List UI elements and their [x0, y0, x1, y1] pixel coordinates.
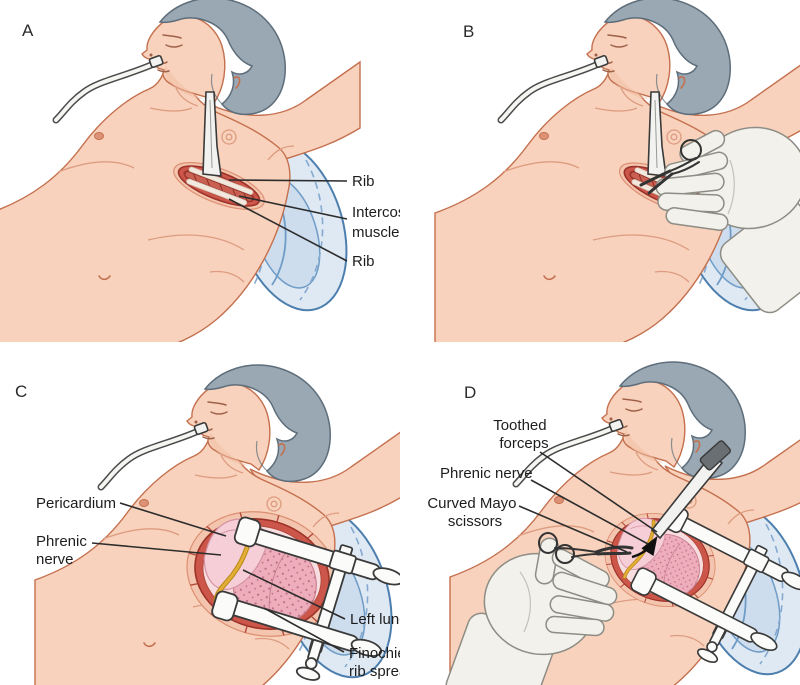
gloved-hand	[445, 537, 618, 685]
label-rib-top: Rib	[228, 173, 375, 190]
panel-letter-b: B	[463, 22, 474, 41]
svg-text:Rib: Rib	[352, 173, 375, 190]
leader-line	[228, 179, 348, 182]
glove-finger	[549, 595, 615, 622]
panel-b: B	[400, 0, 800, 342]
cut-direction-arrow	[631, 535, 658, 559]
leader-line	[119, 502, 227, 537]
glove-finger	[551, 548, 610, 589]
svg-text:Pericardium: Pericardium	[36, 495, 116, 512]
svg-text:Rib: Rib	[352, 253, 375, 270]
label-intercostal-muscle: Intercostal muscle	[238, 195, 400, 241]
curved-scissors	[639, 139, 702, 195]
svg-text:Left lung: Left lung	[350, 611, 400, 628]
leader-line	[530, 479, 649, 545]
leader-line	[263, 607, 345, 653]
label-curved-mayo-scissors: Curved Mayo scissors	[427, 495, 628, 553]
svg-text:Intercostal muscle: Intercostal muscle	[352, 204, 400, 241]
label-finochietto-rib-spreader: Finochietto rib spreader	[263, 607, 400, 680]
glove-finger	[545, 615, 605, 637]
svg-text:Finochietto rib spre: Finochietto rib spreader	[349, 645, 400, 680]
gloved-hand	[655, 126, 800, 314]
leader-line	[228, 198, 348, 262]
panel-c: C Pericardium Phrenic nerve Left lung Fi…	[0, 342, 400, 685]
leader-line	[238, 195, 348, 220]
glove-thumb	[679, 129, 726, 163]
glove-finger	[552, 571, 618, 606]
svg-text:Phrenic nerve: Phrenic nerve	[440, 465, 533, 482]
forceps-handle	[699, 440, 731, 471]
svg-text:Curved Mayo scissors: Curved Mayo scissors	[427, 495, 520, 530]
glove-finger	[657, 192, 725, 213]
leader-line	[518, 505, 628, 553]
toothed-forceps	[650, 440, 731, 540]
label-phrenic-nerve: Phrenic nerve	[440, 465, 649, 545]
label-rib-bottom: Rib	[228, 198, 375, 270]
leader-line	[242, 569, 346, 620]
glove-finger	[665, 207, 729, 231]
leader-line	[91, 542, 222, 556]
panel-letter-c: C	[15, 382, 27, 401]
svg-text:Phrenic nerve: Phrenic nerve	[36, 533, 91, 568]
panel-d: D Toothed forceps Phrenic nerve Curved M…	[400, 342, 800, 685]
panel-letter-d: D	[464, 383, 476, 402]
svg-text:Toothed forceps: Toothed forceps	[493, 417, 551, 452]
label-toothed-forceps: Toothed forceps	[493, 417, 658, 533]
panel-letter-a: A	[22, 21, 34, 40]
panel-a: A Rib Intercostal muscle Rib	[0, 0, 400, 342]
label-left-lung: Left lung	[242, 569, 400, 628]
label-pericardium: Pericardium	[36, 495, 227, 537]
label-phrenic-nerve: Phrenic nerve	[36, 533, 222, 568]
leader-line	[539, 451, 658, 533]
